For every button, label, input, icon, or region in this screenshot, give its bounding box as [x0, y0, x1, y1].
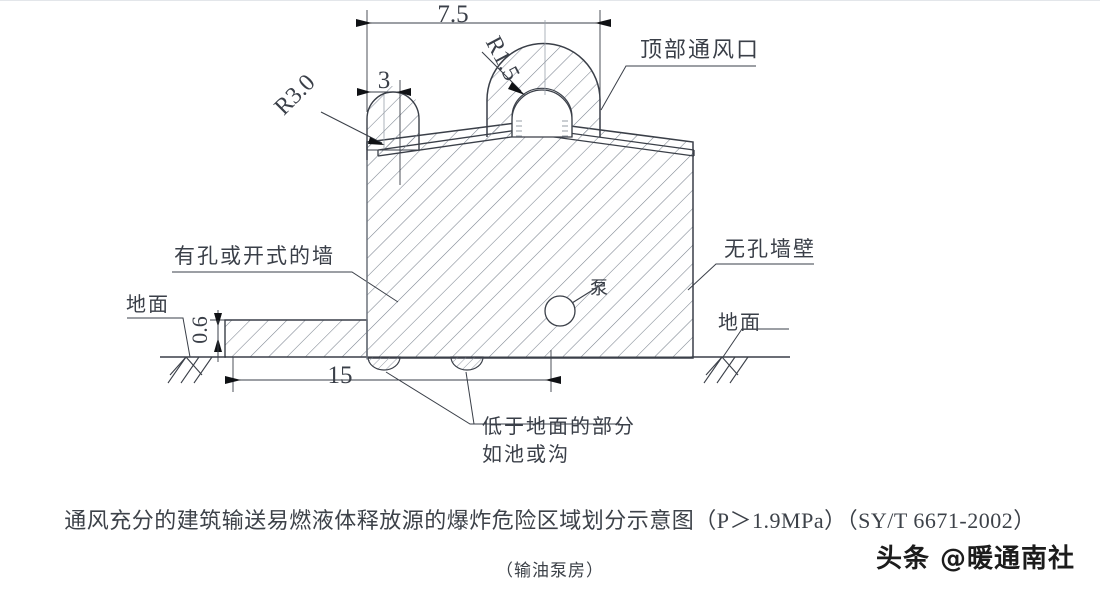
dimension-label-radius-left: R3.0: [270, 70, 321, 121]
dimension-height-low: [210, 310, 228, 362]
dimension-label-vent-width: 3: [378, 67, 391, 94]
leader-ground-right: [722, 328, 789, 358]
leader-below-grade: [385, 371, 620, 425]
leader-left-wall: [172, 271, 399, 303]
leader-radius-top: [481, 51, 525, 95]
label-below-grade-line2: 如池或沟: [482, 442, 570, 466]
label-pump: 泵: [590, 278, 608, 299]
top-vent-dome: [486, 42, 601, 138]
label-right-wall: 无孔墙壁: [724, 237, 816, 261]
label-ground-left: 地面: [126, 292, 170, 316]
leader-radius-left: [320, 111, 385, 145]
building-body: [366, 120, 694, 359]
guide-lines: [366, 20, 546, 360]
label-left-wall: 有孔或开式的墙: [174, 244, 335, 268]
ground-hatch-right: [703, 356, 749, 384]
pump-symbol: [544, 282, 605, 327]
below-grade-pit-2: [450, 356, 484, 371]
left-base-slab: [224, 319, 368, 358]
label-ground-right: 地面: [718, 310, 762, 334]
leader-right-wall: [687, 263, 814, 291]
ground-hatch-left: [167, 356, 213, 384]
figure-caption-sub: （输油泵房）: [496, 561, 604, 580]
watermark: 头条 @暖通南社: [876, 544, 1076, 574]
dimension-label-bottom-span: 15: [328, 362, 353, 389]
figure-caption-main: 通风充分的建筑输送易燃液体释放源的爆炸危险区域划分示意图（P＞1.9MPa）（S…: [64, 508, 1036, 533]
label-top-vent: 顶部通风口: [640, 38, 760, 63]
dimension-bottom-span: [225, 350, 561, 392]
top-divider: [0, 0, 1100, 1]
leader-top-vent: [600, 65, 756, 111]
label-below-grade-line1: 低于地面的部分: [482, 414, 636, 438]
dimension-vent-width: [357, 80, 411, 185]
leader-ground-left: [127, 317, 191, 358]
dimension-label-overall-top: 7.5: [437, 1, 468, 28]
dimension-overall-top: [356, 10, 611, 110]
below-grade-pit-1: [367, 356, 401, 371]
dimension-label-height-low: 0.6: [187, 316, 212, 344]
